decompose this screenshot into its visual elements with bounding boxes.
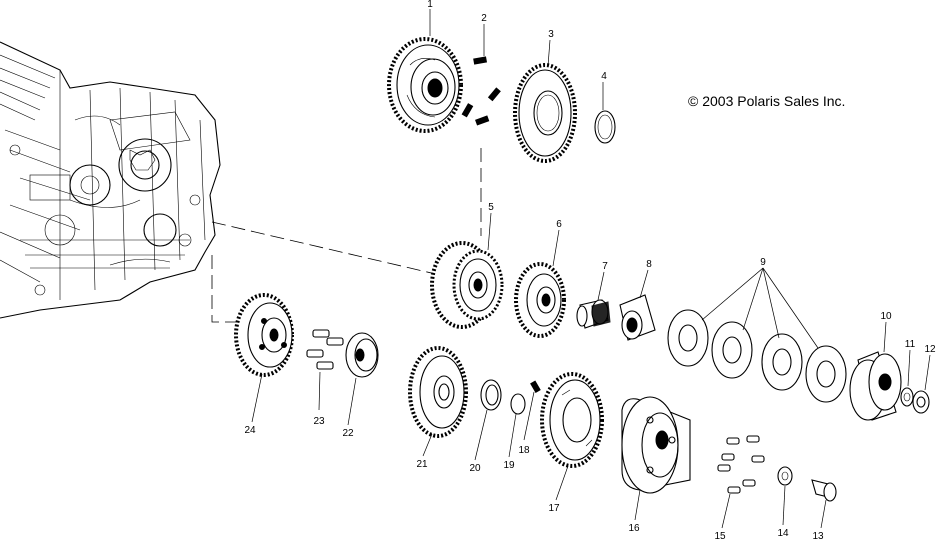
alignment-line-engine <box>211 221 441 276</box>
callout-11: 11 <box>905 339 916 350</box>
part-21-gear <box>408 346 468 438</box>
callout-2: 2 <box>481 13 487 24</box>
part-1-gear <box>387 37 463 133</box>
callout-21: 21 <box>416 459 428 470</box>
callout-labels: 1 2 3 4 5 6 7 8 9 10 11 12 13 14 15 16 1… <box>244 0 936 541</box>
part-3-gear <box>513 63 577 163</box>
callout-7: 7 <box>602 261 608 272</box>
callout-20: 20 <box>469 463 481 474</box>
part-13-bolt <box>811 479 837 502</box>
callout-15: 15 <box>714 531 726 541</box>
callout-14: 14 <box>777 528 789 539</box>
callout-18: 18 <box>518 445 530 456</box>
callout-5: 5 <box>488 202 494 213</box>
callout-10: 10 <box>880 311 892 322</box>
copyright-notice: © 2003 Polaris Sales Inc. <box>688 93 845 109</box>
callout-19: 19 <box>503 460 515 471</box>
callout-23: 23 <box>313 416 325 427</box>
callout-16: 16 <box>628 523 640 534</box>
callout-24: 24 <box>244 425 256 436</box>
callout-13: 13 <box>812 531 824 541</box>
leader-lines <box>251 9 931 529</box>
callout-1: 1 <box>427 0 433 10</box>
part-5-gear <box>430 241 504 329</box>
part-7-sleeve <box>576 299 611 329</box>
part-22-bearing <box>345 332 379 378</box>
alignment-line-lower <box>211 255 240 323</box>
part-19-snap-ring <box>510 393 526 415</box>
part-23-bolts <box>306 329 344 370</box>
part-15-bolts <box>717 435 765 494</box>
callout-6: 6 <box>556 219 562 230</box>
part-2-pins <box>461 56 501 126</box>
part-18-key <box>530 380 541 394</box>
part-14-washer <box>777 466 793 486</box>
callout-3: 3 <box>548 29 554 40</box>
callout-9: 9 <box>760 257 766 268</box>
part-6-gear <box>514 262 566 338</box>
part-16-housing <box>621 396 691 494</box>
part-10-drum <box>849 351 902 421</box>
callout-17: 17 <box>548 503 560 514</box>
callout-8: 8 <box>646 259 652 270</box>
part-24-gear <box>234 293 294 377</box>
callout-4: 4 <box>601 71 607 82</box>
part-9-clutch-plates <box>667 309 847 403</box>
part-4-snap-ring <box>594 110 616 144</box>
part-8-hub <box>619 294 656 341</box>
part-12-nut <box>912 390 930 414</box>
part-11-washer <box>900 387 914 407</box>
engine-crankcase <box>0 41 221 319</box>
part-17-sprocket <box>540 372 604 468</box>
callout-22: 22 <box>342 428 354 439</box>
part-20-washer <box>480 379 502 411</box>
callout-12: 12 <box>924 344 936 355</box>
